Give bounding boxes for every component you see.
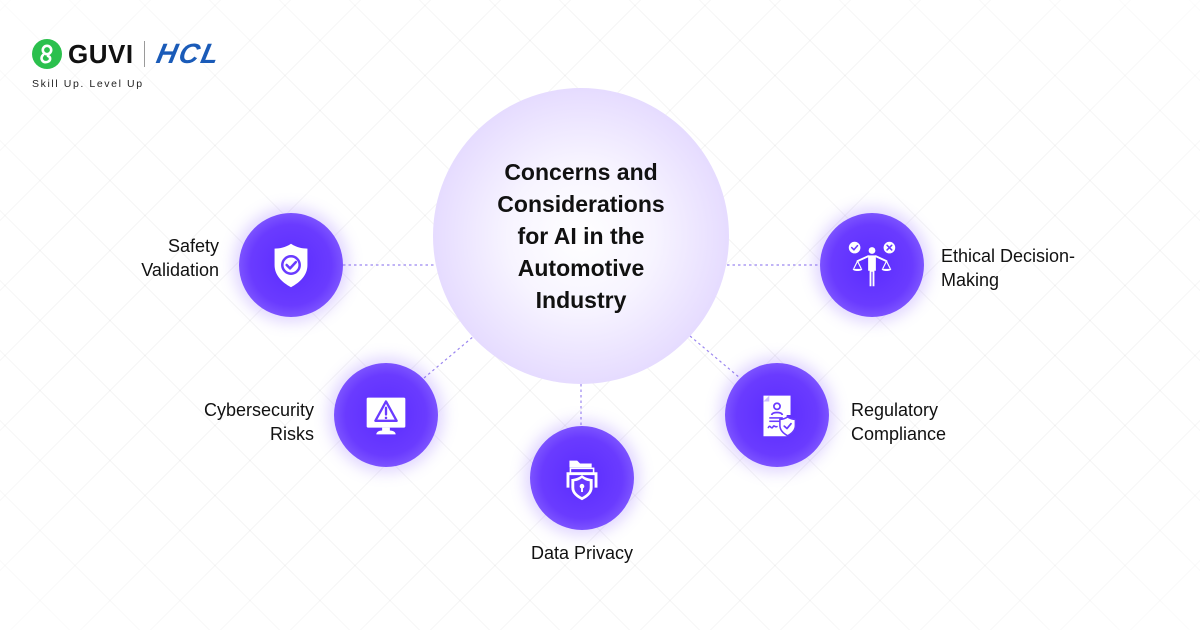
label-regulatory-compliance: Regulatory Compliance — [851, 400, 947, 444]
central-hub: Concerns and Considerations for AI in th… — [433, 88, 729, 384]
monitor-warning-icon — [366, 397, 406, 435]
label-data-privacy: Data Privacy — [530, 543, 634, 563]
guvi-wordmark: GUVI — [68, 38, 134, 69]
folder-lock-shield-icon — [566, 460, 598, 501]
label-cybersecurity-risks: Cybersecurity Risks — [203, 400, 314, 444]
node-safety-validation — [239, 213, 343, 317]
node-cybersecurity-risks — [334, 363, 438, 467]
node-ethical-decision-making — [820, 213, 924, 317]
guvi-logo-icon — [32, 39, 62, 69]
label-ethical-decision-making: Ethical Decision- Making — [941, 246, 1076, 290]
document-shield-icon — [763, 395, 797, 437]
hub-title: Concerns and Considerations for AI in th… — [497, 159, 665, 313]
brand-tagline: Skill Up. Level Up — [32, 78, 144, 90]
label-safety-validation: Safety Validation — [141, 236, 219, 280]
brand-header: GUVI HCL Skill Up. Level Up — [32, 38, 224, 90]
node-data-privacy — [530, 426, 634, 530]
connector-cyber — [423, 335, 475, 379]
person-scales-icon — [848, 241, 896, 287]
connector-regulatory — [689, 335, 741, 379]
brand-divider — [143, 41, 145, 67]
node-regulatory-compliance — [725, 363, 829, 467]
shield-check-icon — [274, 243, 308, 288]
